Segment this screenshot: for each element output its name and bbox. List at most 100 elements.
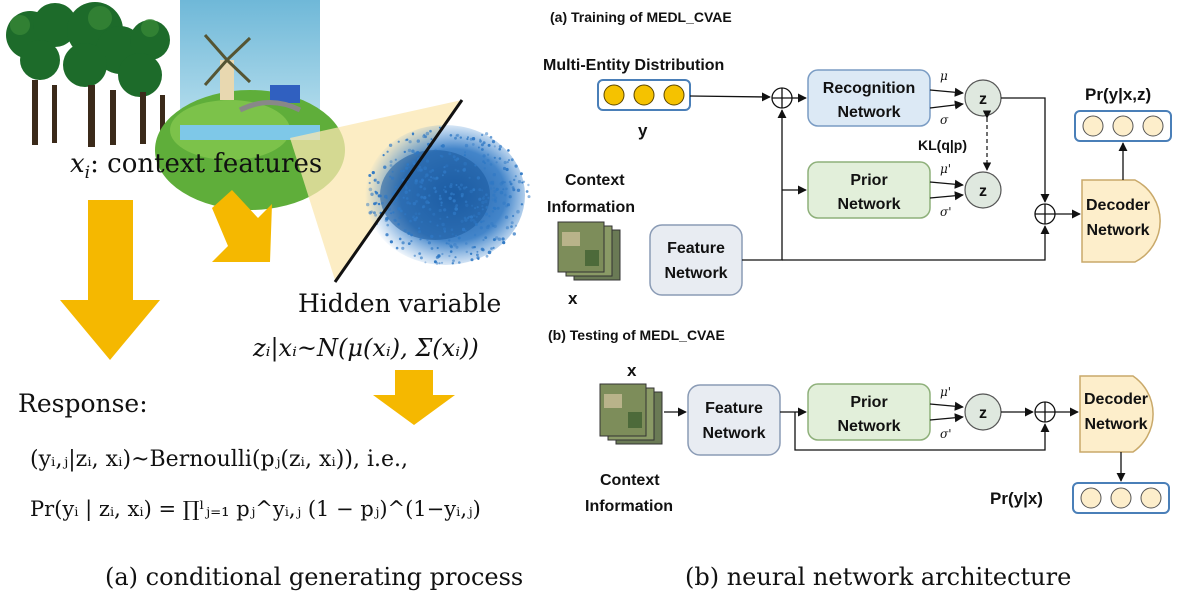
multi-entity-label: Multi-Entity Distribution bbox=[543, 57, 724, 74]
scatter-dot bbox=[488, 215, 491, 218]
scatter-dot bbox=[428, 178, 431, 181]
scatter-dot bbox=[482, 197, 485, 200]
scatter-dot bbox=[481, 208, 484, 211]
scatter-dot bbox=[446, 216, 449, 219]
scatter-dot bbox=[457, 186, 461, 189]
scatter-dot bbox=[516, 188, 521, 192]
recognition-l1: Recognition bbox=[823, 80, 915, 97]
scatter-dot bbox=[403, 229, 407, 233]
scatter-dot bbox=[448, 254, 451, 258]
scatter-dot bbox=[505, 204, 509, 208]
scatter-dot bbox=[397, 223, 400, 226]
y-vector-train bbox=[597, 79, 691, 111]
prior-train-l2: Network bbox=[837, 196, 900, 213]
scatter-dot bbox=[442, 227, 447, 231]
scatter-dot bbox=[406, 201, 410, 205]
scatter-dot bbox=[418, 252, 422, 256]
scatter-dot bbox=[478, 197, 482, 201]
scatter-dot bbox=[497, 237, 502, 241]
scatter-dot bbox=[438, 262, 441, 265]
scatter-dot bbox=[416, 193, 420, 197]
scatter-dot bbox=[406, 138, 409, 141]
scatter-dot bbox=[459, 183, 463, 187]
mu-prime-label-test: μ' bbox=[940, 385, 951, 399]
scatter-dot bbox=[429, 129, 432, 133]
scatter-dot bbox=[433, 186, 437, 190]
scatter-dot bbox=[452, 259, 455, 263]
scatter-dot bbox=[449, 184, 453, 189]
scatter-dot bbox=[395, 246, 399, 250]
scatter-dot bbox=[482, 154, 486, 158]
scatter-dot bbox=[398, 237, 402, 241]
scatter-dot bbox=[429, 170, 433, 174]
scatter-dot bbox=[492, 173, 496, 177]
scatter-dot bbox=[457, 236, 461, 240]
scatter-dot bbox=[461, 227, 466, 232]
scatter-dot bbox=[511, 186, 515, 190]
satellite-images-train bbox=[557, 221, 621, 281]
scatter-dot bbox=[468, 176, 471, 179]
scatter-dot bbox=[376, 181, 380, 184]
scatter-dot bbox=[403, 150, 406, 154]
scatter-dot bbox=[379, 194, 382, 198]
scatter-dot bbox=[445, 242, 448, 245]
z-label-1: z bbox=[979, 91, 987, 108]
scatter-dot bbox=[438, 234, 442, 238]
scatter-dot bbox=[421, 179, 425, 182]
response-label: Response: bbox=[18, 389, 148, 418]
scatter-dot bbox=[506, 203, 510, 207]
z-label-2: z bbox=[979, 183, 987, 200]
scatter-dot bbox=[505, 226, 509, 230]
scatter-dot bbox=[419, 168, 423, 172]
x-label-test: x bbox=[627, 361, 637, 380]
scatter-dot bbox=[451, 233, 454, 236]
scatter-dot bbox=[453, 243, 457, 247]
sigma-prime-label: σ' bbox=[940, 205, 952, 219]
scatter-dot bbox=[410, 233, 413, 237]
scatter-dot bbox=[411, 160, 416, 164]
scatter-dot bbox=[491, 140, 496, 144]
scatter-dot bbox=[509, 182, 513, 186]
scatter-dot bbox=[455, 245, 459, 249]
scatter-dot bbox=[494, 196, 498, 200]
scatter-dot bbox=[508, 180, 512, 184]
scatter-dot bbox=[495, 236, 499, 240]
scatter-dot bbox=[405, 197, 409, 200]
scatter-dot bbox=[420, 195, 424, 199]
scatter-dot bbox=[476, 256, 480, 260]
scatter-dot bbox=[419, 238, 422, 241]
scatter-dot bbox=[478, 188, 482, 192]
scatter-dot bbox=[407, 148, 412, 153]
scatter-dot bbox=[519, 172, 523, 176]
scatter-dot bbox=[426, 238, 429, 242]
scatter-dot bbox=[389, 164, 393, 167]
scatter-dot bbox=[451, 262, 454, 265]
scatter-dot bbox=[510, 158, 514, 162]
scatter-dot bbox=[366, 202, 370, 207]
scatter-dot bbox=[368, 181, 371, 185]
scatter-dot bbox=[440, 261, 444, 264]
arrow-down-right bbox=[373, 370, 455, 425]
scatter-dot bbox=[443, 170, 447, 174]
scatter-dot bbox=[514, 164, 518, 168]
scatter-dot bbox=[484, 212, 489, 216]
hidden-variable-formula: zᵢ|xᵢ~N(μ(xᵢ), Σ(xᵢ)) bbox=[252, 334, 479, 363]
scatter-dot bbox=[491, 180, 495, 184]
scatter-dot bbox=[405, 166, 409, 170]
sigma-label: σ bbox=[940, 113, 949, 127]
scatter-dot bbox=[424, 175, 427, 178]
scatter-dot bbox=[444, 185, 447, 188]
scatter-dot bbox=[435, 261, 439, 265]
edges-testing bbox=[664, 401, 1126, 482]
scatter-dot bbox=[384, 218, 388, 222]
scatter-dot bbox=[481, 148, 484, 151]
scatter-dot bbox=[370, 192, 374, 196]
scatter-dot bbox=[416, 139, 420, 143]
scatter-dot bbox=[447, 242, 450, 245]
scatter-dot bbox=[429, 179, 433, 182]
scatter-dot bbox=[484, 199, 488, 204]
scatter-dot bbox=[506, 161, 509, 164]
scatter-dot bbox=[527, 183, 530, 187]
scatter-dot bbox=[421, 236, 424, 239]
scatter-dot bbox=[450, 228, 454, 231]
